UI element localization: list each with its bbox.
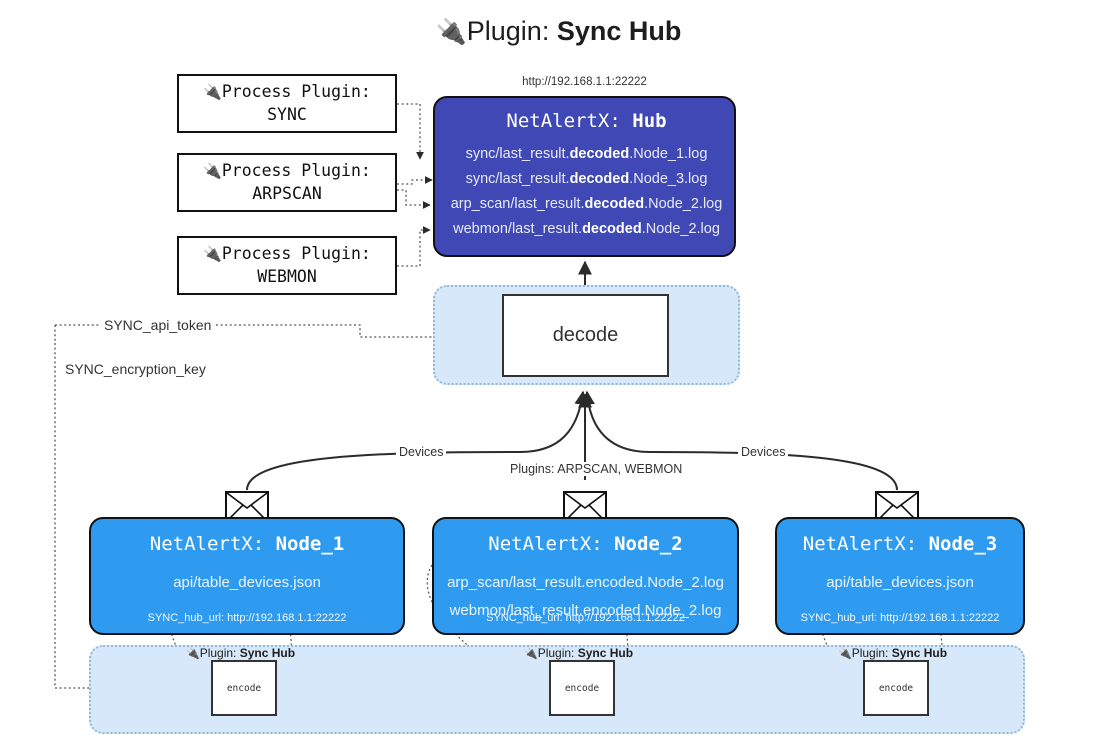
node-file-row: arp_scan/last_result.encoded.Node_2.log	[447, 574, 724, 591]
process-plugin-arpscan[interactable]: 🔌Process Plugin: ARPSCAN	[177, 153, 397, 212]
devices-label-left: Devices	[396, 445, 447, 459]
process-plugin-sync-line1: 🔌Process Plugin:	[203, 82, 371, 102]
node-title: NetAlertX: Node_3	[802, 533, 998, 555]
hub-file-row: sync/last_result.decoded.Node_1.log	[465, 146, 708, 162]
hub-file-list: sync/last_result.decoded.Node_1.log sync…	[435, 142, 738, 242]
page-title: 🔌Plugin: Sync Hub	[0, 16, 1117, 47]
process-plugin-webmon-line1: 🔌Process Plugin:	[203, 244, 371, 264]
node-title: NetAlertX: Node_2	[488, 533, 683, 555]
node-file-list: arp_scan/last_result.encoded.Node_2.log …	[434, 569, 737, 625]
sync-api-token-label: SYNC_api_token	[101, 317, 215, 333]
plug-icon: 🔌	[838, 647, 852, 660]
plugin-label-node-1: 🔌Plugin: Sync Hub	[186, 646, 296, 660]
sync-encryption-key-label: SYNC_encryption_key	[62, 361, 209, 377]
plug-icon: 🔌	[435, 18, 467, 46]
hub-file-row: sync/last_result.decoded.Node_3.log	[465, 171, 708, 187]
node-hub-url: SYNC_hub_url: http://192.168.1.1:22222	[147, 612, 347, 624]
node-file-row: api/table_devices.json	[826, 574, 974, 591]
node-box-node-2[interactable]: NetAlertX: Node_2 arp_scan/last_result.e…	[432, 517, 739, 635]
process-plugin-sync-line2: SYNC	[267, 104, 307, 124]
node-box-node-1[interactable]: NetAlertX: Node_1 api/table_devices.json…	[89, 517, 405, 635]
plug-icon: 🔌	[203, 83, 222, 102]
node-hub-url: SYNC_hub_url: http://192.168.1.1:22222	[486, 612, 685, 624]
process-plugin-sync[interactable]: 🔌Process Plugin: SYNC	[177, 74, 397, 133]
encode-box-node-2[interactable]: encode	[549, 660, 615, 716]
node-hub-url: SYNC_hub_url: http://192.168.1.1:22222	[800, 612, 1000, 624]
encode-box-node-3[interactable]: encode	[863, 660, 929, 716]
node-file-row: api/table_devices.json	[173, 574, 321, 591]
devices-label-right: Devices	[738, 445, 789, 459]
plugins-label-center: Plugins: ARPSCAN, WEBMON	[507, 462, 686, 476]
hub-title: NetAlertX: Hub	[506, 110, 667, 132]
encode-box-node-1[interactable]: encode	[211, 660, 277, 716]
plug-icon: 🔌	[524, 647, 538, 660]
hub-file-row: webmon/last_result.decoded.Node_2.log	[453, 221, 720, 237]
hub-file-row: arp_scan/last_result.decoded.Node_2.log	[450, 196, 723, 212]
node-file-list: api/table_devices.json	[91, 569, 403, 597]
process-plugin-arpscan-line1: 🔌Process Plugin:	[203, 161, 371, 181]
plug-icon: 🔌	[203, 162, 222, 181]
plug-icon: 🔌	[203, 245, 222, 264]
page-title-strong: Sync Hub	[556, 16, 682, 46]
node-file-list: api/table_devices.json	[777, 569, 1023, 597]
plug-icon: 🔌	[186, 647, 200, 660]
process-plugin-webmon-line2: WEBMON	[257, 266, 317, 286]
decode-box[interactable]: decode	[502, 294, 669, 377]
process-plugin-webmon[interactable]: 🔌Process Plugin: WEBMON	[177, 236, 397, 295]
node-title: NetAlertX: Node_1	[149, 533, 345, 555]
process-plugin-arpscan-line2: ARPSCAN	[252, 183, 322, 203]
page-title-lead: Plugin:	[466, 16, 557, 46]
node-box-node-3[interactable]: NetAlertX: Node_3 api/table_devices.json…	[775, 517, 1025, 635]
node-file-row: webmon/last_result.encoded.Node_2.log	[449, 602, 722, 619]
plugin-label-node-2: 🔌Plugin: Sync Hub	[524, 646, 634, 660]
plugin-label-node-3: 🔌Plugin: Sync Hub	[838, 646, 948, 660]
hub-node[interactable]: NetAlertX: Hub sync/last_result.decoded.…	[433, 96, 736, 257]
hub-url-label: http://192.168.1.1:22222	[522, 76, 647, 88]
